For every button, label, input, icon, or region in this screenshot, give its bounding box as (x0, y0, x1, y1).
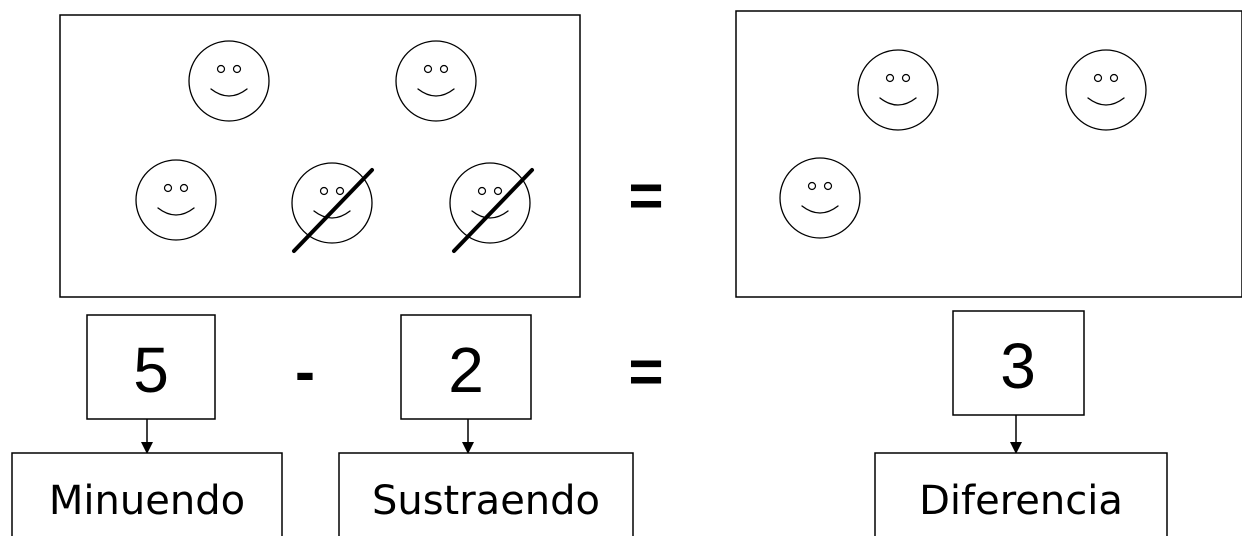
minuend-arrow-head-icon (141, 442, 153, 454)
minuend-smiley-face-icon (188, 40, 270, 122)
difference-smiley-face-icon (1065, 49, 1147, 131)
picture-equals-sign: = (628, 162, 663, 229)
subtrahend-label: Sustraendo (372, 478, 600, 524)
subtrahend-number: 2 (448, 334, 484, 406)
crossed-out-smiley-face-icon (291, 162, 374, 253)
minus-sign: - (295, 338, 315, 405)
difference-number-box (952, 310, 1085, 416)
minuend-smiley-face-icon (135, 159, 217, 241)
subtrahend-arrow-head-icon (462, 442, 474, 454)
subtrahend-number-box (400, 314, 532, 420)
crossed-out-smiley-face-icon (449, 162, 534, 253)
strike-through-line (292, 168, 374, 253)
difference-smiley-face-icon (779, 157, 861, 239)
subtrahend-label-box (338, 452, 634, 536)
difference-arrow-head-icon (1010, 442, 1022, 454)
difference-picture-box (735, 10, 1242, 298)
number-equals-sign: = (628, 338, 663, 405)
difference-label-box (874, 452, 1168, 536)
strike-through-line (452, 168, 534, 253)
minuend-picture-box (59, 14, 581, 298)
minuend-label: Minuendo (49, 478, 245, 524)
difference-smiley-face-icon (857, 49, 939, 131)
minuend-number: 5 (133, 334, 169, 406)
minuend-number-box (86, 314, 216, 420)
difference-number: 3 (1000, 330, 1036, 402)
minuend-smiley-face-icon (395, 40, 477, 122)
minuend-label-box (11, 452, 283, 536)
difference-label: Diferencia (919, 478, 1123, 524)
